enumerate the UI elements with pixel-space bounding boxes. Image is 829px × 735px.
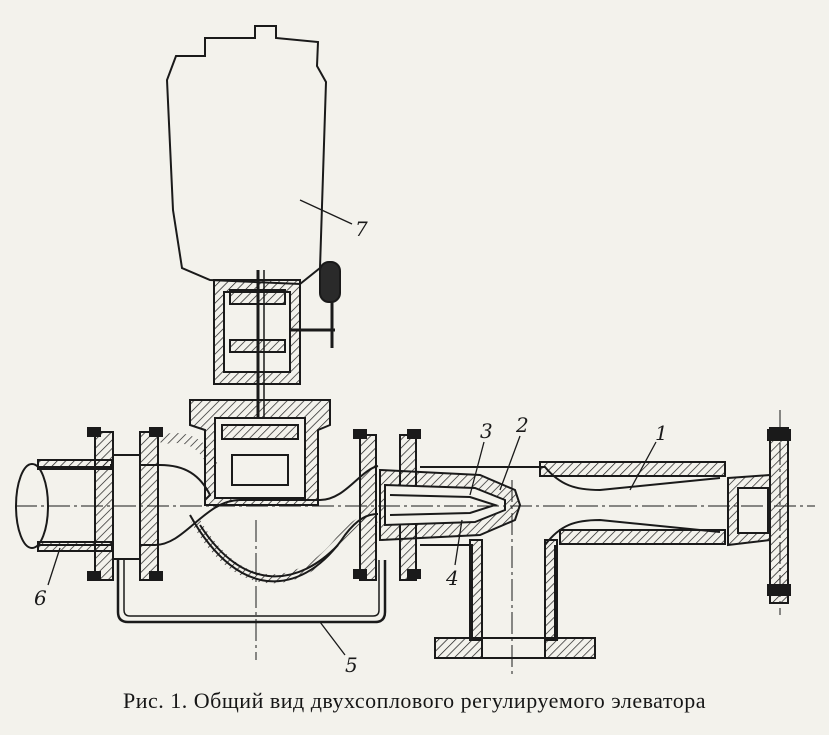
callout-1: 1 (655, 421, 668, 445)
callout-4: 4 (445, 566, 459, 590)
bypass-tube (116, 560, 387, 624)
nozzle-assembly (353, 429, 522, 581)
callout-6: 6 (34, 586, 47, 610)
leader-lines (47, 199, 657, 656)
mixing-chamber (420, 461, 726, 659)
callout-3: 3 (480, 419, 493, 443)
callout-5: 5 (345, 653, 358, 677)
centerlines (15, 410, 815, 675)
handwheel-lever (290, 261, 341, 348)
outlet-pipe (727, 427, 791, 604)
inlet-pipe (15, 427, 163, 581)
actuator-housing (165, 25, 328, 286)
callout-2: 2 (515, 413, 529, 437)
figure-caption: Рис. 1. Общий вид двухсоплового регулиру… (123, 688, 706, 713)
yoke (213, 270, 301, 470)
callout-7: 7 (355, 217, 368, 241)
callout-labels: 1 2 3 4 5 6 7 (34, 217, 668, 677)
